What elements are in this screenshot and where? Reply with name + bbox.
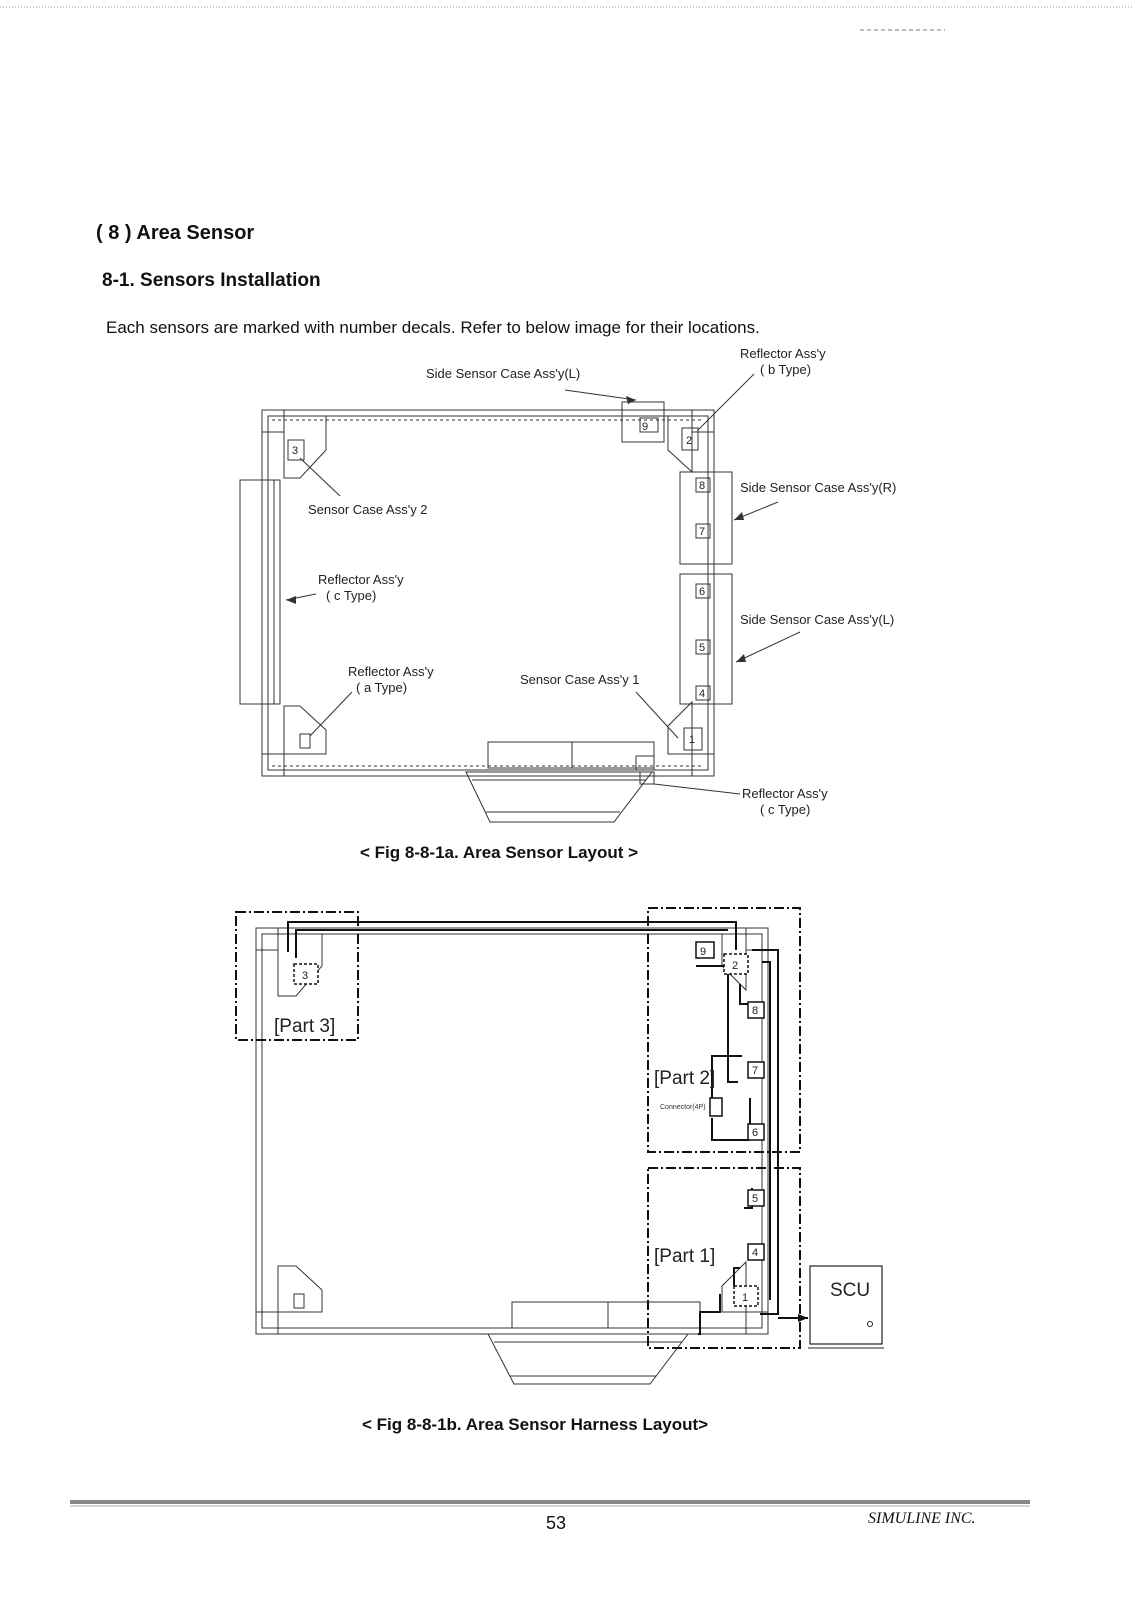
fig-a-sensor-1: 1 — [689, 734, 695, 746]
fig-b-sensor-3: 3 — [302, 970, 308, 982]
label-side-case-l-top: Side Sensor Case Ass'y(L) — [426, 366, 581, 381]
part-3-label: [Part 3] — [274, 1016, 336, 1037]
fig-b-sensor-7: 7 — [752, 1065, 758, 1077]
scu-label: SCU — [830, 1280, 871, 1301]
connector-label: Connector(4P) — [660, 1104, 706, 1111]
label-reflector-c-bottom-1: Reflector Ass'y — [742, 786, 828, 801]
label-reflector-a-1: Reflector Ass'y — [348, 664, 434, 679]
label-sensor-case-1: Sensor Case Ass'y 1 — [520, 672, 640, 687]
top-rule — [0, 6, 1132, 31]
fig-a-sensor-4: 4 — [699, 688, 705, 700]
fig-b-sensor-1: 1 — [742, 1292, 748, 1304]
section-title: ( 8 ) Area Sensor — [96, 222, 255, 244]
fig-b-sensor-9: 9 — [700, 946, 706, 958]
label-reflector-b-1: Reflector Ass'y — [740, 346, 826, 361]
part-1-label: [Part 1] — [654, 1246, 716, 1267]
fig-b-sensor-5: 5 — [752, 1193, 758, 1205]
figure-a-caption: < Fig 8-8-1a. Area Sensor Layout > — [360, 843, 639, 862]
fig-b-sensor-6: 6 — [752, 1127, 758, 1139]
label-sensor-case-2: Sensor Case Ass'y 2 — [308, 502, 428, 517]
fig-a-sensor-7: 7 — [699, 526, 705, 538]
label-side-case-l-right: Side Sensor Case Ass'y(L) — [740, 612, 895, 627]
fig-a-sensor-8: 8 — [699, 480, 705, 492]
intro-text: Each sensors are marked with number deca… — [106, 318, 760, 337]
fig-a-sensor-6: 6 — [699, 586, 705, 598]
label-reflector-c-bottom-2: ( c Type) — [760, 802, 811, 817]
area-sensor-layout-figure: 9 2 3 8 7 6 5 4 1 — [239, 373, 801, 823]
section-subtitle: 8-1. Sensors Installation — [102, 270, 321, 291]
page-number: 53 — [546, 1513, 567, 1533]
fig-a-sensor-5: 5 — [699, 642, 705, 654]
label-reflector-b-2: ( b Type) — [760, 362, 812, 377]
label-side-case-r: Side Sensor Case Ass'y(R) — [740, 480, 897, 495]
fig-b-sensor-8: 8 — [752, 1005, 758, 1017]
company-name: SIMULINE INC. — [868, 1510, 976, 1527]
fig-a-sensor-3: 3 — [292, 445, 298, 457]
area-sensor-harness-figure: 9 2 3 8 7 6 5 4 1 — [235, 907, 884, 1385]
figure-b-caption: < Fig 8-8-1b. Area Sensor Harness Layout… — [362, 1415, 709, 1434]
label-reflector-c-left-1: Reflector Ass'y — [318, 572, 404, 587]
fig-a-sensor-9: 9 — [642, 421, 648, 433]
part-2-label: [Part 2] — [654, 1068, 716, 1089]
fig-b-sensor-2: 2 — [732, 960, 738, 972]
label-reflector-a-2: ( a Type) — [356, 680, 408, 695]
fig-a-sensor-2: 2 — [686, 435, 692, 447]
label-reflector-c-left-2: ( c Type) — [326, 588, 377, 603]
fig-b-sensor-4: 4 — [752, 1247, 758, 1259]
